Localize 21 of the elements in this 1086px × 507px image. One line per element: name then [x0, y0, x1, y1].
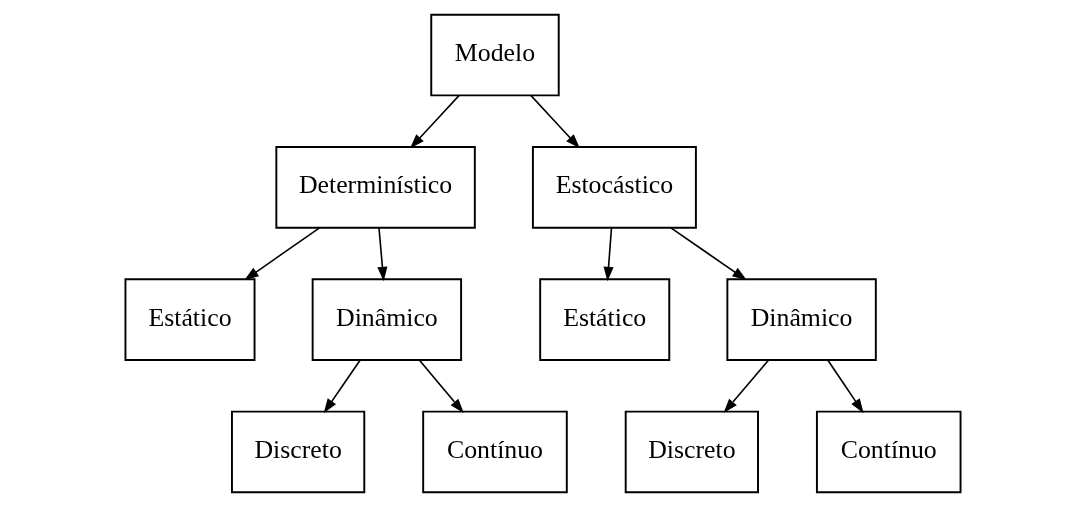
node-box: Estático: [539, 278, 671, 361]
arrow: [530, 94, 580, 149]
arrow: [418, 359, 464, 414]
node-box: Estático: [124, 278, 256, 361]
arrow: [826, 359, 864, 414]
node-box: Modelo: [430, 13, 560, 97]
arrow: [244, 226, 321, 281]
arrow: [377, 226, 388, 282]
arrow: [603, 226, 614, 282]
node-box: Discreto: [624, 410, 759, 494]
arrow: [323, 359, 362, 414]
arrow: [669, 226, 747, 281]
node-box: Contínuo: [422, 410, 568, 494]
node-box: Estocástico: [531, 146, 697, 229]
node-box: Discreto: [231, 410, 366, 494]
node-box: Contínuo: [815, 410, 962, 494]
node-box: Determinístico: [275, 146, 476, 229]
node-box: Dinâmico: [726, 278, 877, 361]
node-box: Dinâmico: [311, 278, 463, 361]
arrow: [410, 94, 460, 149]
arrow: [723, 359, 770, 414]
